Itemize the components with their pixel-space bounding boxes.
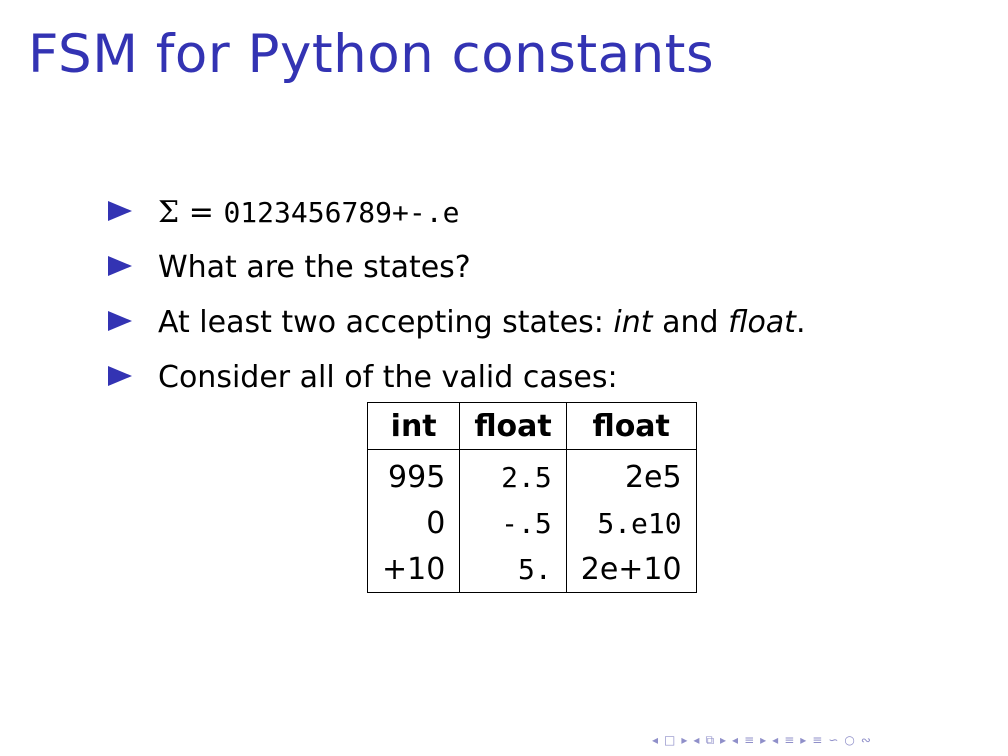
- alphabet-string: 0123456789+-.e: [223, 196, 460, 229]
- bullet-states-question: What are the states?: [108, 245, 806, 300]
- nav-prev-frame-icon[interactable]: ◂: [652, 733, 659, 747]
- table-row: 0 -.5 5.e10: [366, 500, 697, 546]
- table-cell: 2.5: [459, 449, 567, 500]
- nav-next-subsection-icon[interactable]: ▸: [720, 733, 727, 747]
- table-header-row: int float float: [366, 402, 697, 450]
- bullet-text: Consider all of the valid cases:: [158, 360, 618, 395]
- table-cell: 2e+10: [565, 546, 697, 593]
- bullet-triangle-icon: [108, 365, 132, 386]
- equals-sign: =: [179, 195, 224, 230]
- nav-prev-doc-icon[interactable]: ◂: [772, 733, 779, 747]
- nav-next-frame-icon[interactable]: ▸: [681, 733, 688, 747]
- nav-subsection-icon[interactable]: ⧉: [705, 733, 715, 747]
- beamer-navigation-bar: ◂ □ ▸ ◂ ⧉ ▸ ◂ ≡ ▸ ◂ ≡ ▸ ≡ ∽ ○ ∾: [652, 731, 871, 749]
- bullet-valid-cases: Consider all of the valid cases:: [108, 355, 806, 410]
- header-int: int: [366, 402, 461, 450]
- nav-next-doc-icon[interactable]: ▸: [800, 733, 807, 747]
- bullet-text: What are the states?: [158, 250, 471, 285]
- nav-search-icon[interactable]: ∾: [860, 733, 871, 747]
- nav-next-section-icon[interactable]: ▸: [760, 733, 767, 747]
- nav-frame-icon[interactable]: □: [664, 733, 676, 747]
- bullet-triangle-icon: [108, 310, 132, 331]
- table-cell: 995: [366, 449, 461, 500]
- bullet-triangle-icon: [108, 200, 132, 221]
- nav-search-icon[interactable]: ○: [844, 733, 855, 747]
- table-row: 995 2.5 2e5: [366, 449, 697, 500]
- valid-cases-table: int float float 995 2.5 2e5 0 -.5 5.e10 …: [366, 402, 697, 593]
- sigma-symbol: Σ: [158, 195, 180, 230]
- period: .: [795, 305, 806, 340]
- table-cell: 5.: [459, 546, 567, 593]
- bullet-list: Σ = 0123456789+-.e What are the states? …: [108, 190, 806, 410]
- nav-search-icon[interactable]: ∽: [828, 733, 839, 747]
- table-cell: +10: [366, 546, 461, 593]
- bullet-triangle-icon: [108, 255, 132, 276]
- int-term: int: [613, 305, 653, 340]
- nav-document-icon[interactable]: ≡: [812, 733, 823, 747]
- table-cell: 0: [366, 500, 461, 546]
- header-float: float: [459, 402, 567, 450]
- nav-section-icon[interactable]: ≡: [744, 733, 755, 747]
- float-term: float: [728, 305, 796, 340]
- nav-doc-section-icon[interactable]: ≡: [784, 733, 795, 747]
- bullet-accepting-states: At least two accepting states: int and f…: [108, 300, 806, 355]
- table-cell: -.5: [459, 500, 567, 546]
- table-cell: 5.e10: [565, 500, 697, 546]
- bullet-text: At least two accepting states:: [158, 305, 614, 340]
- table-row: +10 5. 2e+10: [366, 546, 697, 593]
- header-float: float: [565, 402, 697, 450]
- and-text: and: [652, 305, 729, 340]
- table-cell: 2e5: [565, 449, 697, 500]
- slide-title: FSM for Python constants: [28, 24, 715, 85]
- bullet-alphabet: Σ = 0123456789+-.e: [108, 190, 806, 245]
- nav-prev-section-icon[interactable]: ◂: [732, 733, 739, 747]
- nav-prev-subsection-icon[interactable]: ◂: [693, 733, 700, 747]
